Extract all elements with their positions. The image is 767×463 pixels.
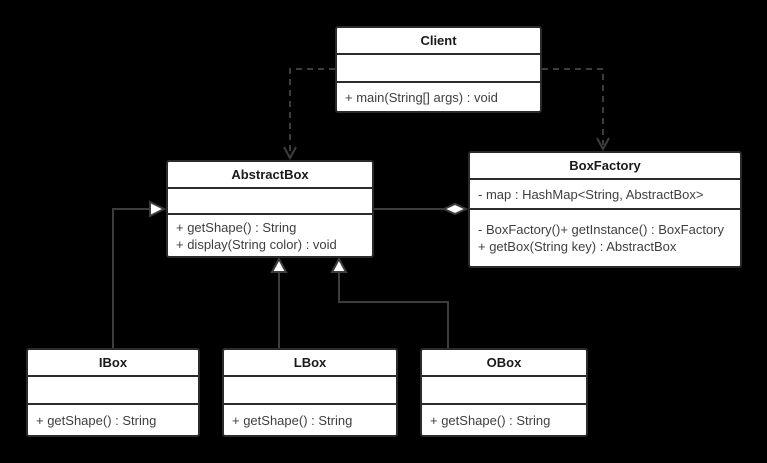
class-attributes-empty <box>168 187 372 213</box>
class-attributes-empty <box>337 53 540 81</box>
hollow-diamond-icon <box>441 202 469 216</box>
method-line: + getShape() : String <box>232 412 353 428</box>
class-box-abstractbox[interactable]: AbstractBox + getShape() : String + disp… <box>166 160 374 258</box>
method-line: + main(String[] args) : void <box>345 89 498 105</box>
class-box-obox[interactable]: OBox + getShape() : String <box>420 348 588 437</box>
class-title: Client <box>420 33 457 48</box>
class-box-boxfactory[interactable]: BoxFactory - map : HashMap<String, Abstr… <box>468 151 742 268</box>
class-methods: + getShape() : String <box>422 403 586 435</box>
class-methods: + getShape() : String <box>224 403 396 435</box>
dependency-edge-client-boxfactory <box>542 68 610 152</box>
hollow-triangle-icon <box>149 200 167 218</box>
method-line: + display(String color) : void <box>176 236 337 252</box>
class-attributes-empty <box>422 375 586 403</box>
hollow-triangle-icon <box>330 256 348 273</box>
class-methods: - BoxFactory()+ getInstance() : BoxFacto… <box>470 208 740 266</box>
method-line: + getShape() : String <box>176 219 297 235</box>
class-title: BoxFactory <box>569 158 641 173</box>
open-arrowhead-icon <box>283 146 297 161</box>
hollow-triangle-icon <box>270 256 288 273</box>
method-line: + getShape() : String <box>430 412 551 428</box>
class-attributes-empty <box>224 375 396 403</box>
class-title: OBox <box>486 355 522 370</box>
class-attributes-empty <box>28 375 198 403</box>
class-box-ibox[interactable]: IBox + getShape() : String <box>26 348 200 437</box>
method-line: + getBox(String key) : AbstractBox <box>478 239 677 254</box>
class-title: LBox <box>293 355 327 370</box>
open-arrowhead-icon <box>596 137 610 152</box>
generalization-edge-ibox-abstractbox <box>112 200 167 348</box>
generalization-edge-obox-abstractbox <box>330 256 449 348</box>
class-box-lbox[interactable]: LBox + getShape() : String <box>222 348 398 437</box>
class-attributes: - map : HashMap<String, AbstractBox> <box>470 178 740 208</box>
class-methods: + getShape() : String <box>28 403 198 435</box>
attribute-line: - map : HashMap<String, AbstractBox> <box>478 186 704 202</box>
method-line: + getShape() : String <box>36 412 157 428</box>
generalization-edge-lbox-abstractbox <box>270 256 288 348</box>
class-title: IBox <box>98 355 128 370</box>
class-methods: + main(String[] args) : void <box>337 81 540 111</box>
dependency-edge-client-abstractbox <box>283 68 335 161</box>
class-methods: + getShape() : String + display(String c… <box>168 213 372 256</box>
aggregation-edge-boxfactory-abstractbox <box>374 202 469 216</box>
class-box-client[interactable]: Client + main(String[] args) : void <box>335 26 542 113</box>
class-title: AbstractBox <box>231 167 309 182</box>
method-line: - BoxFactory()+ getInstance() : BoxFacto… <box>478 222 724 237</box>
